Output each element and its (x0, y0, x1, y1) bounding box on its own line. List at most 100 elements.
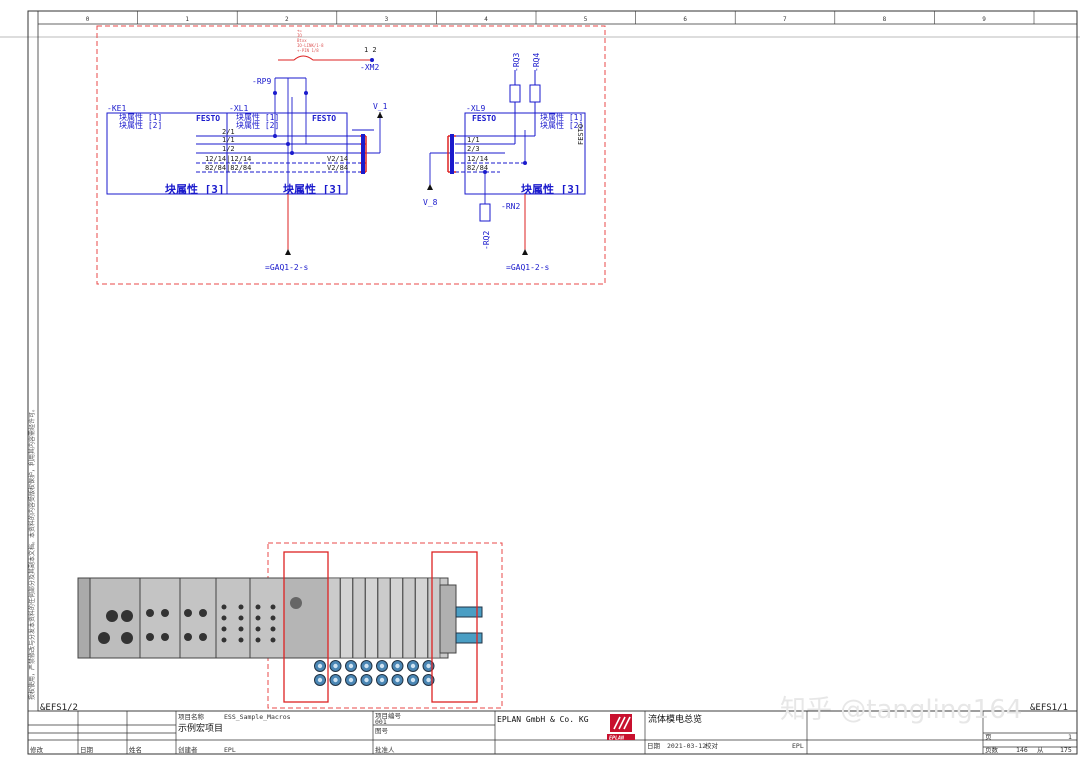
column-number: 5 (584, 16, 588, 23)
svg-text:2/3: 2/3 (467, 145, 480, 153)
rev-col-change: 修改 (30, 745, 44, 754)
page-count-label: 页数 (985, 745, 999, 754)
left-junction-dots (273, 91, 308, 155)
project-name-label: 项目名称 (178, 712, 205, 721)
company-name: EPLAN GmbH & Co. KG (497, 715, 589, 724)
project-no: 001 (375, 718, 387, 726)
svg-text:IO-LINK/1-8: IO-LINK/1-8 (297, 43, 324, 48)
xl1-block[interactable] (226, 112, 348, 195)
svg-text:EPLAN: EPLAN (609, 736, 625, 742)
drawing-no-label: 图号 (375, 727, 389, 735)
column-number: 2 (285, 16, 289, 23)
xm2-cable (278, 55, 372, 61)
left-signal-lines (196, 77, 381, 250)
xl1-prop1: 块属性 [1] (236, 112, 279, 122)
rq2-sensor[interactable] (479, 203, 491, 222)
svg-text:V2/84: V2/84 (327, 164, 348, 172)
rev-col-date: 日期 (80, 746, 94, 754)
v1-label: V_1 (373, 102, 388, 111)
sheet-title: 流体模电总览 (648, 713, 702, 725)
festo-brand-xl9: FESTO (472, 114, 496, 123)
svg-text:82/84|82/84: 82/84|82/84 (205, 164, 251, 172)
right-terminal-bar (450, 134, 454, 174)
svg-text:V2/14: V2/14 (327, 155, 348, 163)
page-count: 146 (1016, 746, 1028, 754)
column-dividers (137, 11, 1035, 24)
xl9-side-tag: FESTO (577, 124, 585, 145)
xl9-prop1: 块属性 [1] (540, 112, 583, 122)
highlight-right-module (431, 551, 478, 703)
project-name: ESS_Sample_Macros (224, 713, 291, 721)
svg-text:+=: += (297, 28, 302, 33)
project-no-label: 项目编号 (375, 711, 402, 720)
gaq-arrow-right (522, 249, 528, 255)
from-label: 从 (1037, 746, 1044, 754)
column-number: 7 (783, 16, 787, 23)
highlight-left-module (283, 551, 329, 703)
page-value: 1 (1068, 733, 1072, 741)
column-number: 3 (385, 16, 389, 23)
right-signal-lines (429, 130, 535, 204)
column-number: 9 (982, 16, 986, 23)
left-terminal-bar (361, 134, 365, 174)
rq4-label: -RQ4 (532, 53, 541, 72)
xl1-block-label: 块属性 [3] (283, 182, 343, 196)
v8-label: V_8 (423, 198, 438, 207)
svg-text:Btxx: Btxx (297, 38, 307, 43)
rq3-sensor[interactable] (509, 84, 521, 103)
right-line-labels: 1/1 2/3 12/14 82/84 (467, 136, 488, 172)
xm2-label: -XM2 (360, 63, 379, 72)
xl9-block-label: 块属性 [3] (521, 182, 581, 196)
rn2-label: -RN2 (501, 202, 520, 211)
creator: EPL (224, 746, 236, 754)
rq4-sensor[interactable] (529, 84, 541, 103)
svg-text:+-PIN 1/8: +-PIN 1/8 (297, 48, 319, 53)
column-number: 4 (484, 16, 488, 23)
v8-arrow (427, 184, 433, 190)
column-number: 8 (883, 16, 887, 23)
creator-label: 创建者 (178, 745, 198, 754)
svg-text:82/84: 82/84 (467, 164, 488, 172)
project-description: 示例宏项目 (178, 722, 223, 734)
svg-text:1/2: 1/2 (222, 145, 235, 153)
watermark: 知乎 @tangling164 (780, 695, 1022, 725)
column-number: 6 (683, 16, 687, 23)
xl9-prop2: 块属性 [2] (540, 120, 583, 130)
red-note: += IO Btxx IO-LINK/1-8 +-PIN 1/8 (297, 28, 324, 53)
rp9-label: -RP9 (252, 77, 271, 86)
festo-brand-xl1: FESTO (312, 114, 336, 123)
ke1-prop2: 块属性 [2] (119, 120, 162, 130)
svg-text:1/1: 1/1 (222, 136, 235, 144)
side-note: 授权使用，严禁修改与分发本资料的任何部分及其副本文档。本资料的内容受版权保护，利… (28, 406, 36, 700)
left-line-labels: 2/1 1/1 1/2 12/14|12/14 82/84|82/84 V2/1… (205, 128, 348, 172)
eplan-logo: EPLAN (607, 714, 635, 742)
svg-text:1/1: 1/1 (467, 136, 480, 144)
from-value: 175 (1060, 746, 1072, 754)
ke1-label: -KE1 (107, 104, 126, 113)
page-label: 页 (985, 733, 992, 741)
xl9-label: -XL9 (466, 104, 485, 113)
gaq-ref-right: =GAQ1-2-s (506, 263, 550, 272)
rq2-label: -RQ2 (482, 231, 491, 250)
svg-text:12/14: 12/14 (467, 155, 488, 163)
date-label: 日期 (647, 742, 661, 750)
ke1-prop1: 块属性 [1] (119, 112, 162, 122)
valve-terminal-illustration (77, 577, 483, 686)
svg-text:IO: IO (297, 33, 302, 38)
date-value: 2021-03-12 (667, 742, 706, 750)
gaq-ref-left: =GAQ1-2-s (265, 263, 309, 272)
rev-col-name: 姓名 (129, 745, 142, 754)
svg-text:2/1: 2/1 (222, 128, 235, 136)
festo-brand-ke1: FESTO (196, 114, 220, 123)
rq3-label: -RQ3 (512, 53, 521, 72)
svg-text:12/14|12/14: 12/14|12/14 (205, 155, 251, 163)
column-number: 0 (86, 16, 90, 23)
approver-label: 批准人 (375, 745, 395, 754)
gaq-arrow-left (285, 249, 291, 255)
xl1-prop2: 块属性 [2] (236, 120, 279, 130)
page-ref-right[interactable]: &EFS1/1 (1030, 703, 1068, 713)
page-ref-left[interactable]: &EFS1/2 (40, 703, 78, 713)
checked-value: EPL (792, 742, 804, 750)
